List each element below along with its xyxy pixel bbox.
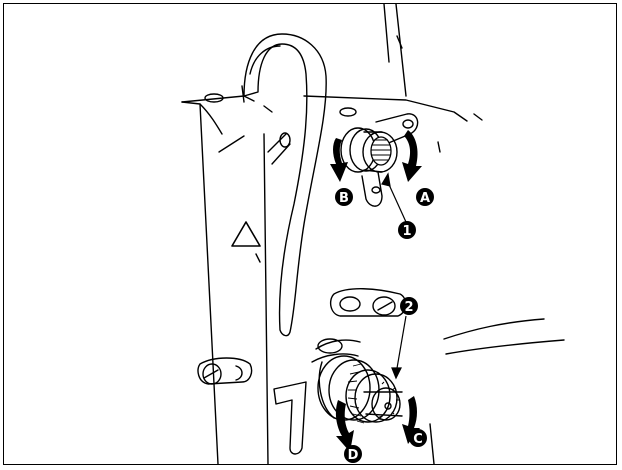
arrow-a: [402, 130, 422, 182]
svg-text:D: D: [348, 448, 359, 463]
hex-wrench: [273, 381, 307, 455]
callout-a: A: [416, 188, 434, 206]
thread-take-up-lever: [243, 33, 327, 337]
knurled-knob-upper: [370, 136, 392, 166]
thread-guide-lower: [197, 357, 253, 385]
arrow-b: [330, 138, 348, 182]
callout-two: 2: [400, 297, 418, 315]
warning-triangle-icon: [231, 221, 261, 247]
callout-c: C: [409, 429, 427, 447]
thread-guide-middle: [329, 288, 407, 317]
thread-tension-lower: [311, 338, 403, 423]
svg-text:B: B: [339, 191, 349, 206]
machine-illustration: B A 1 2 C D: [181, 4, 565, 464]
callout-d: D: [344, 445, 362, 463]
arrow-d: [335, 400, 354, 452]
svg-text:C: C: [413, 432, 423, 447]
svg-text:1: 1: [402, 224, 411, 239]
illustration-frame: B A 1 2 C D: [3, 3, 617, 465]
svg-text:2: 2: [404, 300, 413, 315]
callout-one: 1: [398, 221, 416, 239]
svg-text:A: A: [420, 191, 430, 206]
dial-knurling: [347, 363, 399, 424]
callout-b: B: [335, 188, 353, 206]
leader-two: [395, 315, 407, 375]
machine-head-outline: [181, 4, 565, 464]
